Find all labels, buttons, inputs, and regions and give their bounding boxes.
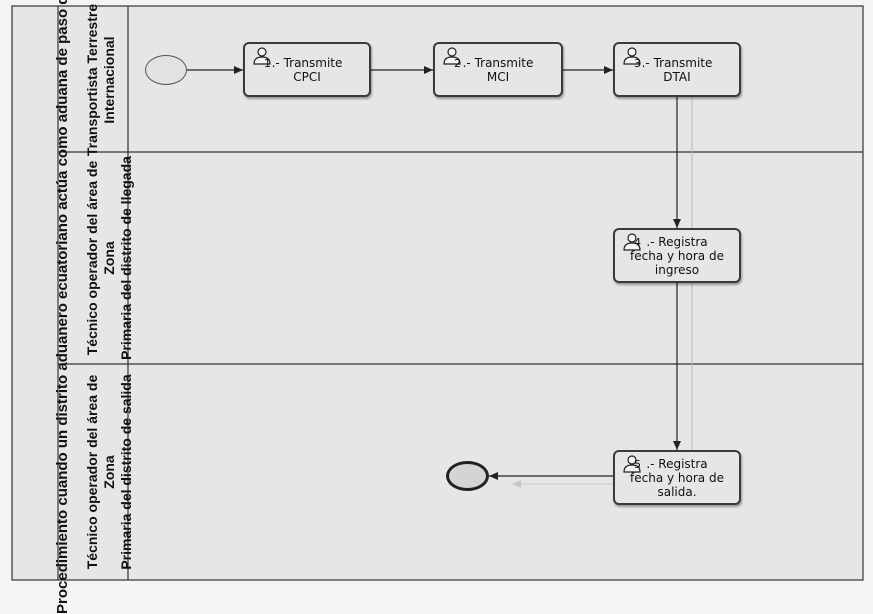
user-icon xyxy=(623,47,641,65)
task-registra-ingreso[interactable]: 4 .- Registra fecha y hora de ingreso xyxy=(613,228,741,283)
lane-title-line-1: Técnico operador del área de Zona xyxy=(84,374,117,570)
user-icon xyxy=(623,233,641,251)
pool-title: Procedimiento cuando un distrito aduaner… xyxy=(54,0,71,614)
lane-title-distrito-salida: Técnico operador del área de Zona Primar… xyxy=(84,365,134,579)
user-icon xyxy=(253,47,271,65)
bpmn-diagram: Procedimiento cuando un distrito aduaner… xyxy=(11,0,864,614)
task-number: 1 xyxy=(264,57,271,70)
task-label: .- Transmite CPCI xyxy=(271,56,343,84)
lane-title-transportista: Transportista Terrestre Internacional xyxy=(84,0,120,160)
lane-title-distrito-llegada: Técnico operador del área de Zona Primar… xyxy=(84,151,134,365)
lane-title-line-1: Transportista Terrestre xyxy=(84,3,100,157)
task-registra-salida[interactable]: 5 .- Registra fecha y hora de salida. xyxy=(613,450,741,505)
task-label: .- Transmite MCI xyxy=(462,56,534,84)
task-number: 2 xyxy=(454,57,461,70)
user-icon xyxy=(623,455,641,473)
lane-title-line-2: Primaria del distrito de llegada xyxy=(118,156,134,360)
task-number: 5 xyxy=(634,458,641,471)
task-number: 4 xyxy=(634,236,641,249)
lane-title-line-2: Internacional xyxy=(101,36,117,124)
start-event[interactable] xyxy=(145,55,187,85)
task-number: 3 xyxy=(634,57,641,70)
task-transmite-cpci[interactable]: 1 .- Transmite CPCI xyxy=(243,42,371,97)
task-transmite-dtai[interactable]: 3 .- Transmite DTAI xyxy=(613,42,741,97)
lane-title-line-1: Técnico operador del área de Zona xyxy=(84,160,117,356)
user-icon xyxy=(443,47,461,65)
lane-title-line-2: Primaria del distrito de salida xyxy=(118,374,134,570)
task-label: .- Registra fecha y hora de ingreso xyxy=(630,235,724,277)
task-label: .- Registra fecha y hora de salida. xyxy=(630,457,724,499)
end-event[interactable] xyxy=(446,461,489,491)
task-transmite-mci[interactable]: 2 .- Transmite MCI xyxy=(433,42,563,97)
task-label: .- Transmite DTAI xyxy=(641,56,713,84)
